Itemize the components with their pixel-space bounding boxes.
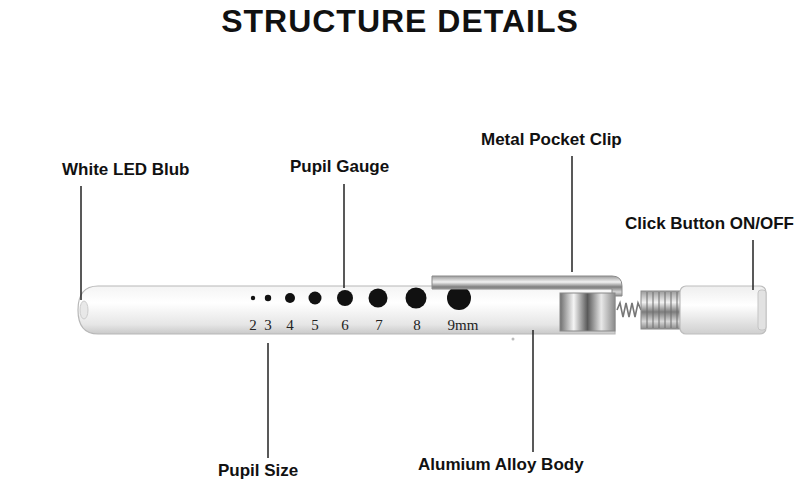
gauge-number: 7 [375,316,383,334]
part-label: Pupil Gauge [290,157,389,177]
body-mark [512,338,515,341]
part-label: Metal Pocket Clip [481,130,622,150]
part-label: Alumium Alloy Body [418,455,584,475]
thread-lines [647,292,677,328]
gauge-number: 3 [264,316,272,334]
clip-band [560,293,615,331]
thread [641,291,681,329]
gauge-number: 4 [286,316,294,334]
part-label: Click Button ON/OFF [625,214,794,234]
pupil-gauge-dots [251,286,471,310]
leader-lines [81,156,753,458]
spring [617,303,641,317]
gauge-number: 5 [311,316,319,334]
part-label: White LED Blub [62,160,189,180]
gauge-number: 9mm [448,316,479,334]
click-button [758,290,766,330]
led-tip [80,301,88,319]
click-cap [680,286,766,334]
gauge-number: 8 [413,316,421,334]
diagram-title: STRUCTURE DETAILS [221,2,579,40]
part-label: Pupil Size [218,461,298,481]
gauge-number: 2 [249,316,257,334]
gauge-number: 6 [341,316,349,334]
pen-body [78,286,615,334]
